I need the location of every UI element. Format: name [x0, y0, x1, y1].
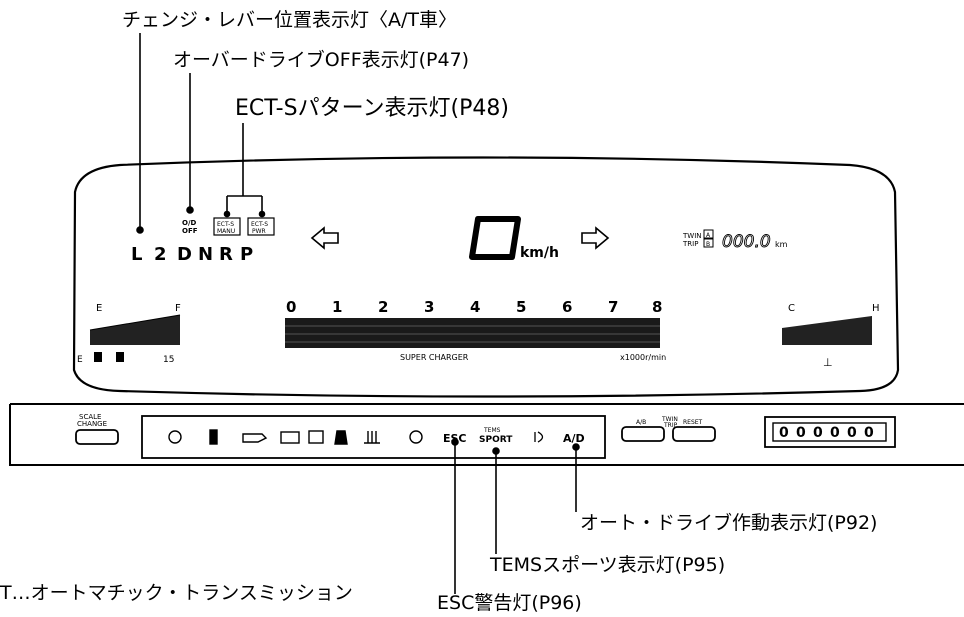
footnote-transmission: T…オートマチック・トランスミッション: [0, 582, 353, 604]
ab-button-label: A/B: [636, 419, 646, 426]
gear-r: R: [219, 244, 233, 265]
odometer-digit: 0: [779, 425, 789, 441]
ad-indicator: A/D: [563, 432, 585, 445]
fuel-pump-icon: [94, 352, 102, 362]
door-open-icon: [209, 429, 218, 445]
odometer-digit: 0: [847, 425, 857, 441]
tach-4: 4: [470, 298, 480, 316]
tach-unit-label: x1000r/min: [620, 353, 666, 362]
trip-b-box: [703, 238, 714, 248]
engine-check-icon: [168, 430, 182, 444]
callout-ect-s-pattern: ECT-Sパターン表示灯(P48): [235, 96, 509, 121]
ect-pwr-indicator: [247, 217, 275, 236]
fuel-15-label: 15: [163, 355, 174, 365]
fuel-e-bottom: E: [77, 355, 83, 365]
supercharger-label: SUPER CHARGER: [400, 353, 469, 362]
od-off-label-line1: O/D: [182, 219, 197, 227]
twin-trip-label-line1: TWIN: [661, 416, 678, 423]
odometer-digit: 0: [830, 425, 840, 441]
tems-indicator-line1: TEMS: [483, 427, 501, 434]
airbag-icon: [334, 430, 348, 445]
speed-digit-zero: [469, 216, 521, 260]
esc-indicator: ESC: [443, 432, 467, 445]
seatbelt-icon: [308, 430, 324, 444]
scale-change-line1: SCALE: [79, 413, 101, 421]
speed-unit: km/h: [520, 245, 559, 261]
odometer-window: [772, 422, 887, 442]
headlight-icon: [534, 431, 544, 443]
reset-button[interactable]: [672, 426, 716, 442]
fuel-full-label: F: [175, 303, 181, 314]
gear-positions: L 2 D N R P: [131, 244, 253, 265]
callout-esc-warning: ESC警告灯(P96): [437, 592, 582, 614]
trip-a-box: [703, 229, 714, 239]
trip-b-label: B: [706, 241, 710, 248]
trip-a-label: A: [706, 232, 711, 239]
trip-odometer-unit: km: [775, 240, 788, 249]
odometer-digits: 0 0 0 0 0 0: [779, 425, 874, 441]
turn-left-arrow-icon: [310, 226, 339, 250]
tach-bar: [285, 318, 660, 348]
fuel-empty-label: E: [96, 303, 102, 314]
tach-8: 8: [652, 298, 662, 316]
temp-cold-label: C: [788, 303, 795, 314]
trip-odometer-value: 000.0: [722, 232, 771, 252]
ect-pwr-line2: PWR: [252, 228, 266, 235]
tach-0: 0: [286, 298, 296, 316]
callout-tems-sport: TEMSスポーツ表示灯(P95): [490, 554, 726, 576]
fuel-gauge: E F E 15: [77, 303, 181, 365]
callout-auto-drive: オート・ドライブ作動表示灯(P92): [580, 512, 878, 534]
tach-3: 3: [424, 298, 434, 316]
callout-overdrive-off: オーバードライブOFF表示灯(P47): [173, 49, 470, 71]
gear-d: D: [177, 244, 192, 265]
ect-manu-line1: ECT-S: [217, 221, 234, 228]
odometer-digit: 0: [864, 425, 874, 441]
odometer-digit: 0: [813, 425, 823, 441]
trip-label-twin: TWIN: [682, 232, 702, 240]
od-off-label-line2: OFF: [182, 227, 198, 235]
exhaust-temp-icon: [364, 431, 380, 444]
battery-icon: [280, 431, 300, 444]
ect-pwr-line1: ECT-S: [251, 221, 268, 228]
oil-pressure-icon: [242, 433, 268, 443]
trip-label-trip: TRIP: [682, 240, 698, 248]
gear-n: N: [198, 244, 213, 265]
odometer-digit: 0: [796, 425, 806, 441]
scale-change-line2: CHANGE: [77, 420, 107, 428]
turn-right-arrow-icon: [581, 226, 610, 250]
brake-warning-icon: [409, 430, 423, 444]
tach-7: 7: [608, 298, 618, 316]
fuel-bar: [90, 315, 180, 345]
gear-p: P: [240, 244, 253, 265]
temp-gauge: C H ⊥: [782, 303, 880, 369]
gear-l: L: [131, 244, 142, 265]
temp-hot-label: H: [872, 303, 880, 314]
odometer-frame: [764, 416, 896, 448]
fuel-reserve-icon: [116, 352, 124, 362]
cluster-outline: [72, 156, 900, 398]
twin-trip-label-line2: TRIP: [663, 422, 678, 429]
temp-bar: [782, 316, 872, 345]
scale-change-button[interactable]: [75, 429, 119, 445]
reset-button-label: RESET: [683, 419, 703, 426]
leader-lines: [136, 33, 580, 594]
temp-thermometer-icon: ⊥: [823, 356, 833, 369]
tach-5: 5: [516, 298, 526, 316]
callout-shift-lever: チェンジ・レバー位置表示灯〈A/T車〉: [122, 9, 458, 31]
ab-button[interactable]: [621, 426, 665, 442]
lower-panel-outline: [9, 403, 964, 466]
tach-2: 2: [378, 298, 388, 316]
ect-manu-line2: MANU: [217, 228, 235, 235]
tems-indicator-line2: SPORT: [479, 435, 513, 445]
tach-scale: 0 1 2 3 4 5 6 7 8: [286, 298, 662, 316]
gear-2: 2: [154, 244, 167, 265]
tach-6: 6: [562, 298, 572, 316]
tach-1: 1: [332, 298, 342, 316]
tachometer: 0 1 2 3 4 5 6 7 8 SUPER CHARGER x1000r/m…: [285, 298, 666, 362]
ect-manu-indicator: [213, 217, 241, 236]
warning-lights-panel: [141, 415, 606, 459]
